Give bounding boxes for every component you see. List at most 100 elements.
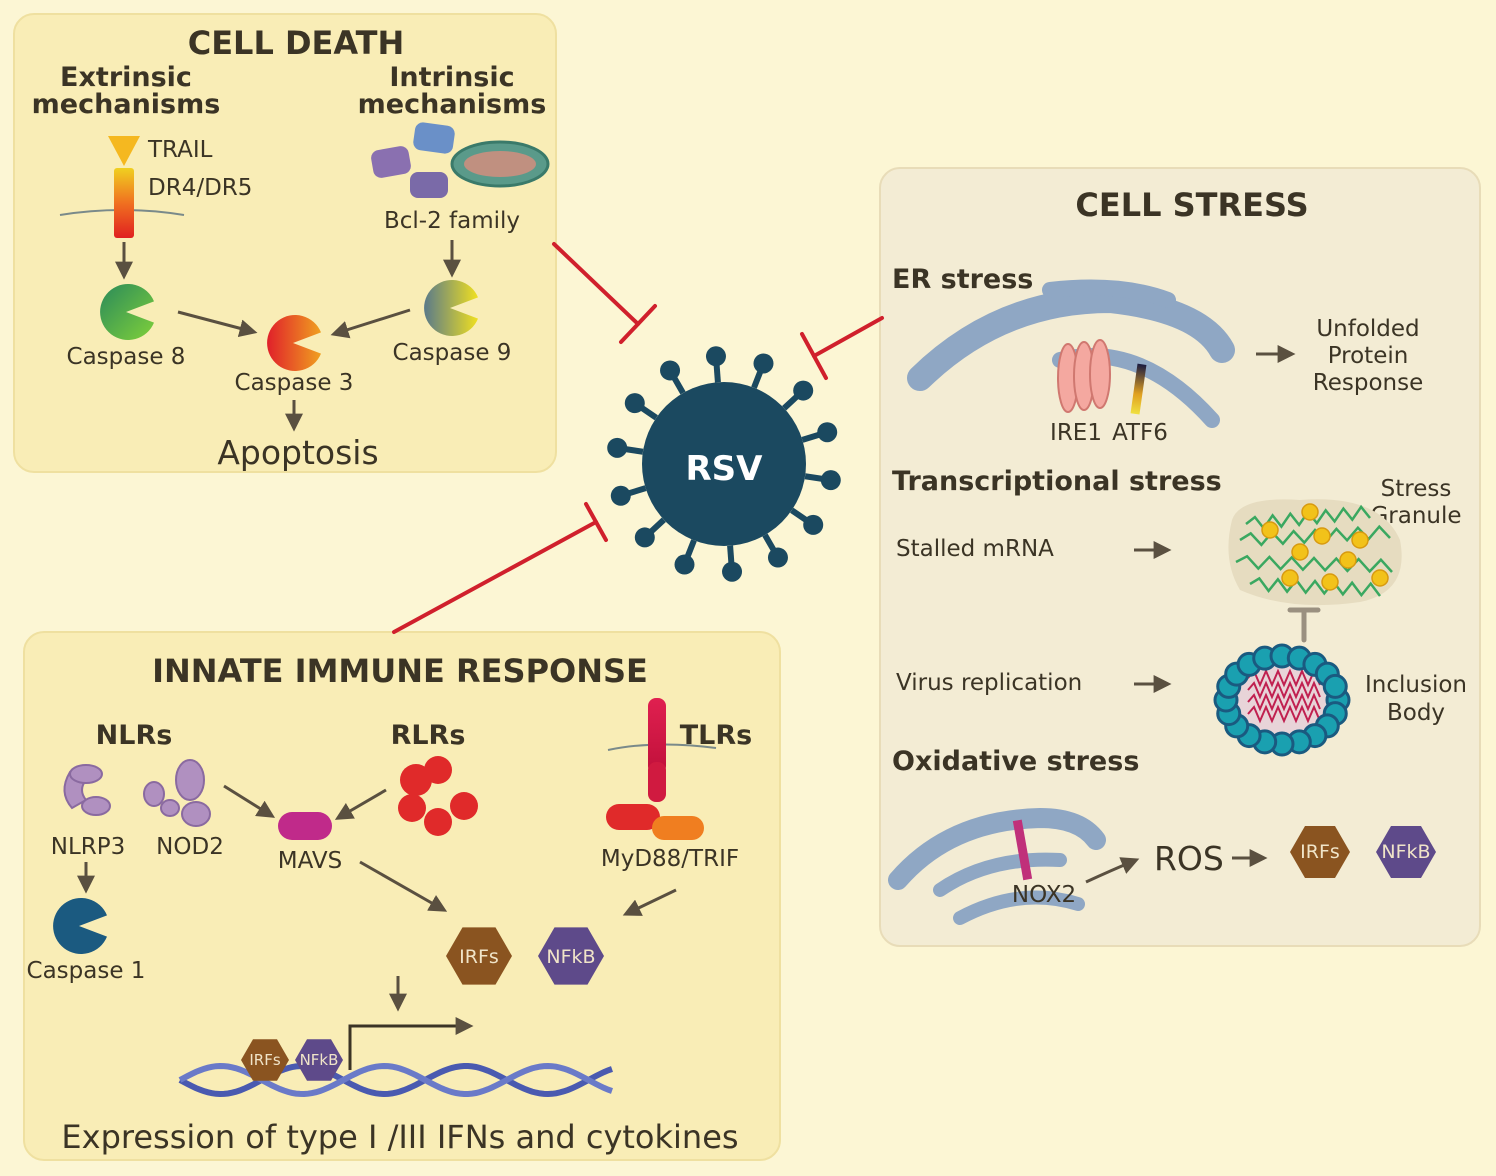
stress-nfkb-hexagon [1376, 826, 1436, 878]
rsv-spike-head [803, 514, 824, 535]
cell-stress-panel [879, 167, 1481, 947]
nucleoprotein-bead [1322, 673, 1348, 699]
innate-irfs-label: IRFs [459, 946, 499, 968]
rsv-spike-head [753, 353, 774, 374]
caspase3-label: Caspase 3 [235, 370, 354, 396]
dna-irfs-label: IRFs [249, 1051, 280, 1069]
rsv-spike-head [705, 346, 726, 367]
granule-protein [1261, 521, 1279, 539]
innate-irfs-hexagon [446, 927, 512, 985]
caspase9-icon [424, 280, 478, 337]
rsv-spike-head [767, 547, 788, 568]
arrow-rlr-to-mavs [334, 788, 387, 820]
inclusion-body-label-line1: Inclusion [1365, 672, 1467, 698]
mavs-icon [278, 812, 332, 840]
granule-protein [1313, 527, 1331, 545]
rsv-body [642, 382, 806, 546]
stress-nfkb-label: NFkB [1381, 841, 1430, 863]
granule-protein [1351, 531, 1369, 549]
granule-protein [1321, 573, 1339, 591]
granule-protein [1291, 543, 1309, 561]
arrow-nox2-to-ros [1085, 857, 1140, 884]
apoptosis-label: Apoptosis [217, 433, 378, 472]
arrow-nod2-to-mavs [223, 784, 276, 818]
rsv-spike-head [793, 380, 814, 401]
ros-label: ROS [1154, 839, 1224, 878]
mavs-label: MAVS [278, 848, 342, 874]
rlrs-label: RLRs [391, 720, 466, 751]
tlr-receptor-icon [606, 698, 717, 840]
dna-nfkb-hexagon [295, 1039, 343, 1081]
rsv-spike-head [624, 393, 645, 414]
arrow-caspase9-to-caspase3 [330, 308, 411, 339]
mrna-strand [1249, 576, 1381, 598]
innate-immune-title: INNATE IMMUNE RESPONSE [152, 652, 648, 690]
rsv-spike-head [660, 360, 681, 381]
ire1-icon [1057, 339, 1111, 413]
viral-rna-strand [1247, 680, 1321, 700]
arrow-myd88-to-factors [622, 888, 677, 916]
caspase8-label: Caspase 8 [67, 344, 186, 370]
rsv-virus-icon [607, 346, 841, 582]
rsv-spike-head [674, 554, 695, 575]
granule-protein [1339, 551, 1357, 569]
caspase1-label: Caspase 1 [27, 958, 146, 984]
dna-strand [178, 1062, 613, 1098]
atf6-label: ATF6 [1112, 420, 1168, 446]
rsv-spike-head [610, 485, 631, 506]
dna-irfs-hexagon [241, 1039, 289, 1081]
stress-irfs-hexagon [1290, 826, 1350, 878]
stress-granule-icon [1228, 499, 1402, 606]
upr-label-line2: Protein [1328, 343, 1409, 369]
viral-rna-strand [1247, 704, 1321, 724]
atf6-icon [1130, 363, 1147, 415]
trail-label: TRAIL [147, 137, 213, 163]
rsv-spike-head [817, 422, 838, 443]
transcriptional-stress-label: Transcriptional stress [892, 466, 1222, 497]
ire1-label: IRE1 [1050, 420, 1102, 446]
bcl2-family-label: Bcl-2 family [384, 208, 520, 234]
innate-nfkb-label: NFkB [546, 946, 595, 968]
nox2-icon [1012, 819, 1033, 881]
caspase1-icon [53, 898, 107, 955]
oxidative-membrane-icon [888, 807, 1106, 925]
viral-rna-strand [1247, 668, 1321, 688]
granule-protein [1371, 569, 1389, 587]
granule-inhibit-bar [1287, 607, 1321, 643]
caspase9-label: Caspase 9 [393, 340, 512, 366]
innate-nfkb-hexagon [538, 927, 604, 985]
oxidative-stress-label: Oxidative stress [892, 746, 1139, 777]
nlrp3-label: NLRP3 [51, 834, 126, 860]
arrow-mavs-to-factors [359, 860, 448, 912]
cell-death-title: CELL DEATH [188, 24, 405, 62]
rsv-label: RSV [686, 449, 764, 489]
myd88-trif-label: MyD88/TRIF [601, 846, 739, 872]
inhibit-cell-stress-to-rsv [800, 316, 884, 380]
stress-granule-label-line1: Stress [1381, 476, 1452, 502]
caspase3-icon [267, 315, 321, 371]
nlrs-label: NLRs [96, 720, 173, 751]
dr4-dr5-label: DR4/DR5 [148, 175, 252, 201]
rig-i-icon [398, 756, 478, 836]
bcl2-family-icon [371, 122, 550, 198]
extrinsic-label-line1: Extrinsic [60, 62, 192, 93]
trail-receptor-icon [59, 136, 185, 238]
dna-nfkb-label: NFkB [300, 1051, 339, 1069]
upr-label-line3: Response [1313, 370, 1423, 396]
mrna-strand [1235, 554, 1393, 574]
expression-label: Expression of type I /III IFNs and cytok… [61, 1118, 738, 1156]
inhibit-innate-to-rsv [392, 502, 608, 634]
granule-protein [1301, 503, 1319, 521]
virus-replication-label: Virus replication [896, 670, 1082, 696]
caspase8-icon [100, 284, 154, 341]
intrinsic-label-line1: Intrinsic [389, 62, 514, 93]
nod2-label: NOD2 [156, 834, 224, 860]
extrinsic-label-line2: mechanisms [32, 89, 221, 120]
rsv-spike-head [820, 470, 841, 491]
inclusion-body-icon [1213, 643, 1351, 757]
nod2-icon [143, 759, 211, 827]
upr-label-line1: Unfolded [1316, 316, 1419, 342]
inclusion-body-label-line2: Body [1387, 700, 1445, 726]
rsv-spike-head [634, 527, 655, 548]
